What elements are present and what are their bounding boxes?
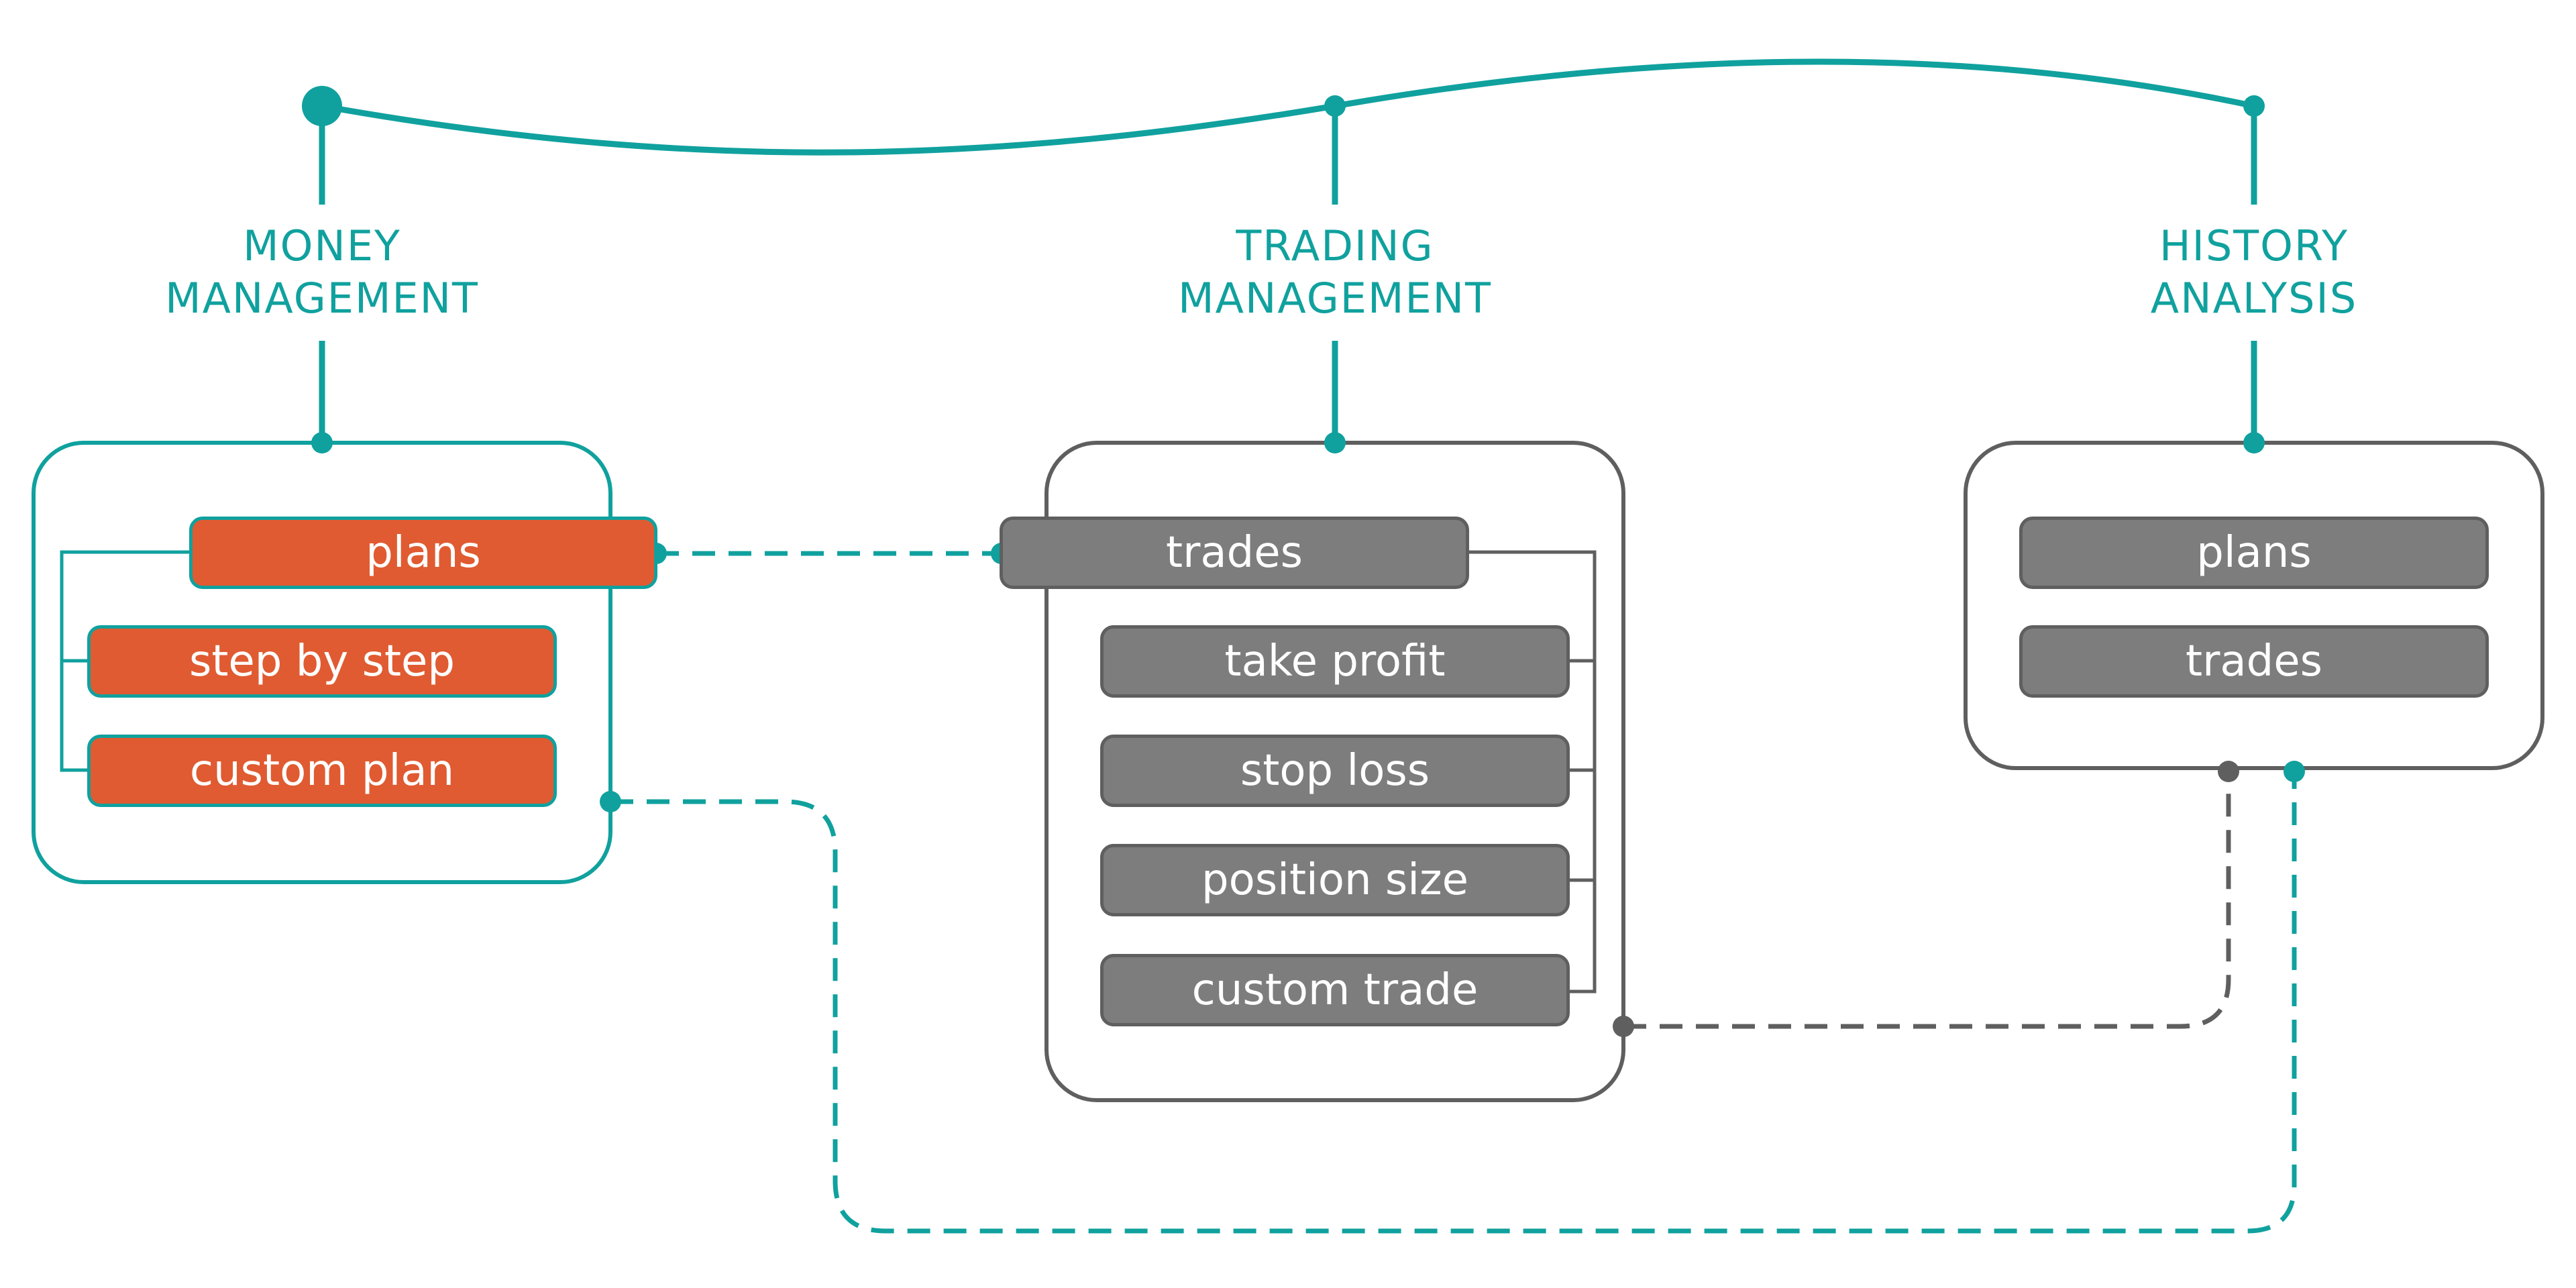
trading-tree-bracket <box>1468 550 1597 994</box>
trading-heading-line-2: MANAGEMENT <box>1178 274 1492 323</box>
trading-heading-line-1: TRADING <box>1236 221 1434 270</box>
money-management-heading: MONEY MANAGEMENT <box>87 220 557 325</box>
money-history-dashed-link <box>610 771 2297 1234</box>
money-frame-node <box>311 432 333 453</box>
history-plans-box[interactable]: plans <box>2019 517 2489 589</box>
trading-trades-box[interactable]: trades <box>1000 517 1469 589</box>
money-custom-plan-box[interactable]: custom plan <box>87 735 557 807</box>
history-trades-box[interactable]: trades <box>2019 625 2489 698</box>
history-heading-line-1: HISTORY <box>2159 221 2349 270</box>
money-plans-box[interactable]: plans <box>189 517 657 589</box>
trading-stop-loss-box[interactable]: stop loss <box>1100 735 1570 807</box>
history-heading-line-2: ANALYSIS <box>2150 274 2358 323</box>
history-analysis-heading: HISTORY ANALYSIS <box>2019 220 2489 325</box>
trading-custom-trade-box[interactable]: custom trade <box>1100 954 1570 1026</box>
trading-frame-node <box>1324 432 1346 453</box>
trading-take-profit-box[interactable]: take profit <box>1100 625 1570 698</box>
money-step-by-step-box[interactable]: step by step <box>87 625 557 698</box>
trading-history-end-node <box>2218 761 2239 782</box>
trading-history-start-node <box>1613 1016 1634 1037</box>
money-tree-bracket <box>60 550 189 772</box>
trading-history-dashed-link <box>1623 771 2231 1029</box>
history-frame-node <box>2243 432 2265 453</box>
trading-position-size-box[interactable]: position size <box>1100 844 1570 916</box>
trading-management-heading: TRADING MANAGEMENT <box>1100 220 1570 325</box>
money-heading-line-1: MONEY <box>243 221 401 270</box>
money-history-end-node <box>2284 761 2305 782</box>
money-history-start-node <box>600 791 621 812</box>
money-heading-line-2: MANAGEMENT <box>165 274 479 323</box>
